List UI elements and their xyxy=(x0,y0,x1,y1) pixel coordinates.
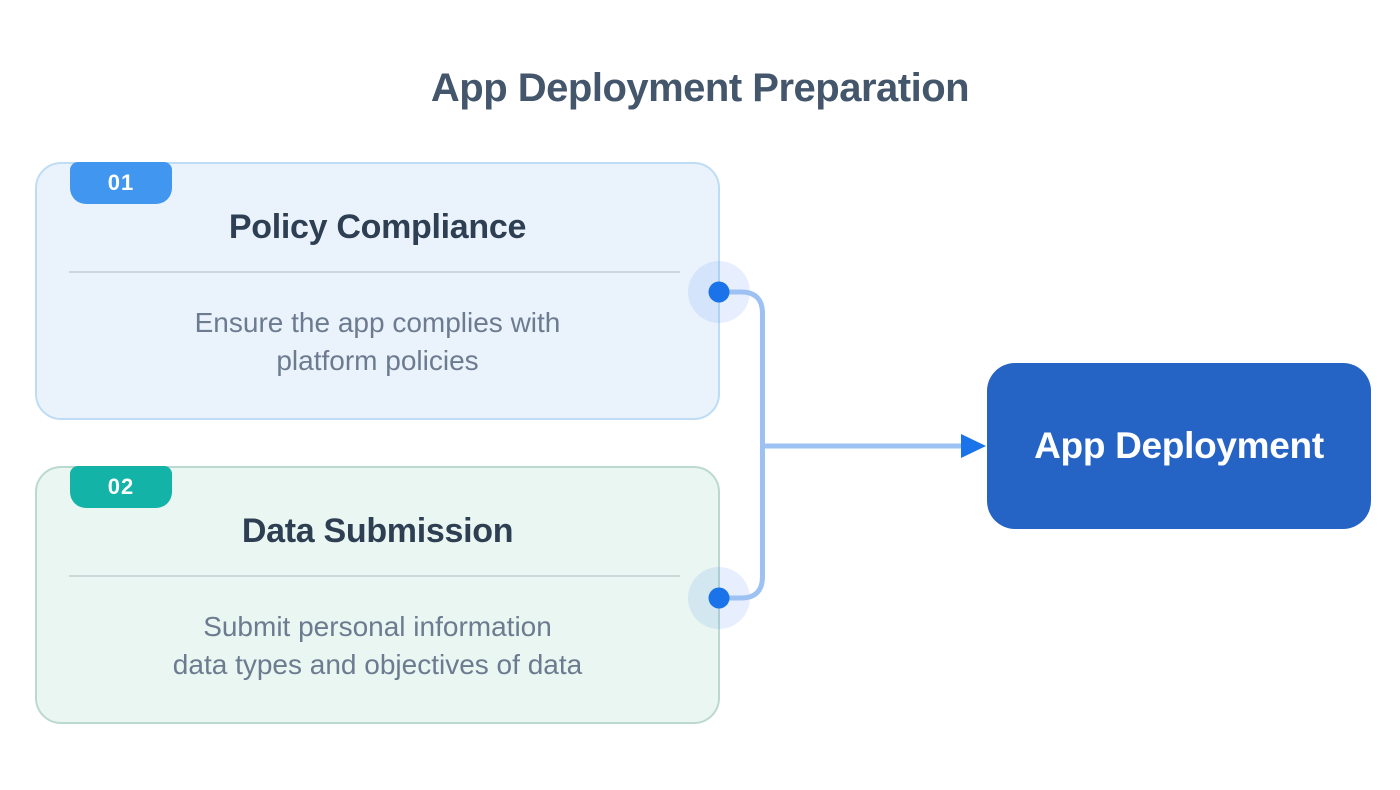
description-line: Ensure the app complies with xyxy=(194,307,561,338)
page-title: App Deployment Preparation xyxy=(430,66,970,110)
step-02-badge: 02 xyxy=(70,466,172,508)
step-card-data-submission: 02 Data Submission Submit personal infor… xyxy=(35,466,720,724)
step-02-title: Data Submission xyxy=(241,512,514,550)
description-line: data types and objectives of data xyxy=(172,649,583,680)
connector-bracket-line xyxy=(716,289,765,601)
step-01-badge: 01 xyxy=(70,162,172,204)
step-02-description: Submit personal information data types a… xyxy=(37,608,718,684)
step-card-policy-compliance: 01 Policy Compliance Ensure the app comp… xyxy=(35,162,720,420)
description-line: platform policies xyxy=(276,345,479,376)
step-01-title: Policy Compliance xyxy=(228,208,527,246)
step-01-description: Ensure the app complies with platform po… xyxy=(37,304,718,380)
card-divider xyxy=(69,271,680,273)
card-divider xyxy=(69,575,680,577)
arrowhead-icon xyxy=(961,434,986,458)
result-label: App Deployment xyxy=(1034,425,1324,466)
description-line: Submit personal information xyxy=(203,611,552,642)
result-node-app-deployment: App Deployment xyxy=(987,363,1371,529)
